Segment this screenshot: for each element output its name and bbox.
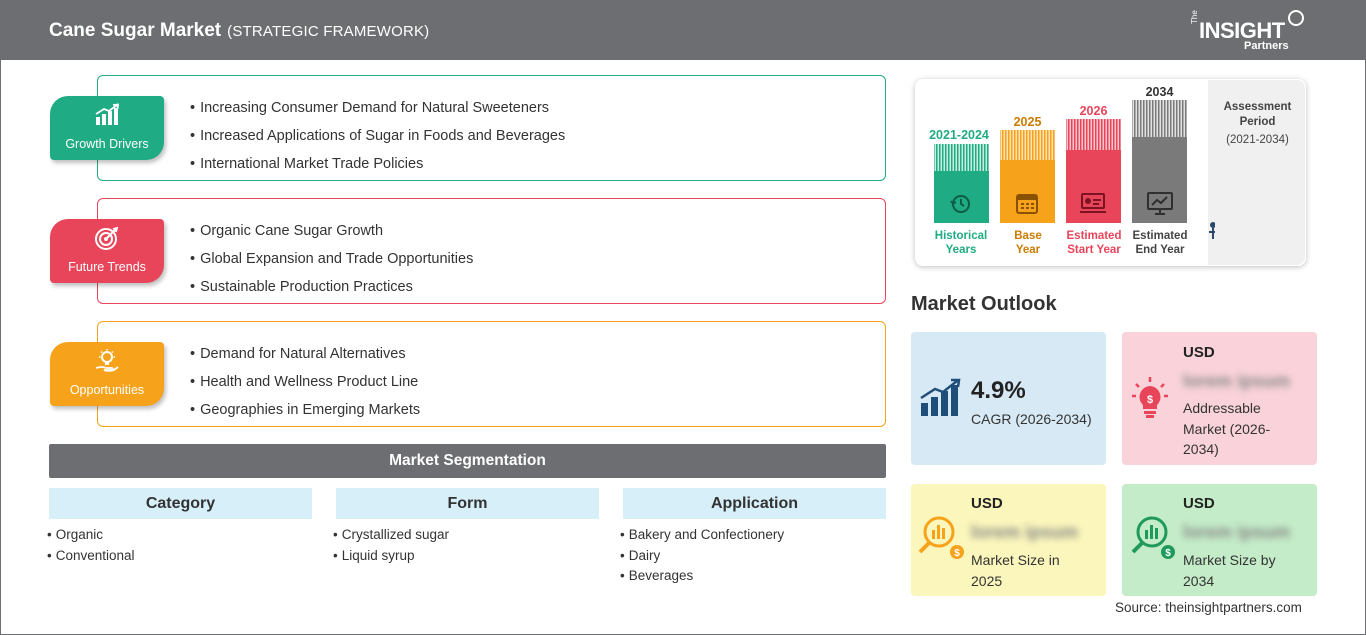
company-logo[interactable]: The INSIGHT Partners [1190, 10, 1310, 54]
list-item: Geographies in Emerging Markets [190, 396, 420, 424]
segment-header-application: Application [623, 488, 886, 519]
list-item: Sustainable Production Practices [190, 273, 473, 301]
timeline-year-historical: 2021-2024 [929, 128, 989, 142]
growth-drivers-list: Increasing Consumer Demand for Natural S… [190, 94, 565, 178]
lightbulb-icon [1288, 10, 1304, 26]
growth-drivers-tag: Growth Drivers [50, 96, 164, 160]
analytics-illustration-icon [1209, 222, 1215, 239]
market-size-2034-label: Market Size by 2034 [1183, 552, 1276, 589]
monitor-chart-icon [1147, 192, 1173, 215]
timeline-year-end: 2034 [1145, 85, 1174, 99]
future-trends-box: Organic Cane Sugar Growth Global Expansi… [97, 198, 886, 304]
addressable-market-card: $ USD lorem ipsum Addressable Market (20… [1122, 332, 1317, 465]
timeline-bar-base [1000, 130, 1055, 160]
page-title: Cane Sugar Market(STRATEGIC FRAMEWORK) [49, 20, 430, 41]
list-item: Demand for Natural Alternatives [190, 340, 420, 368]
future-trends-list: Organic Cane Sugar Growth Global Expansi… [190, 217, 473, 301]
header-bar: Cane Sugar Market(STRATEGIC FRAMEWORK) T… [0, 0, 1366, 60]
list-item: Organic Cane Sugar Growth [190, 217, 473, 245]
money-magnifier-icon: $ [1131, 516, 1175, 559]
market-size-2025-label: Market Size in 2025 [971, 552, 1060, 589]
calendar-icon [1016, 194, 1038, 214]
market-size-2034-value: lorem ipsum [1183, 522, 1291, 542]
cagr-label: CAGR (2026-2034) [971, 411, 1092, 427]
assessment-panel [1208, 80, 1305, 265]
cagr-value: 4.9% [971, 377, 1026, 404]
market-outlook-title: Market Outlook [911, 293, 1057, 315]
money-bulb-icon: $ [1132, 377, 1168, 418]
money-magnifier-icon: $ [918, 516, 964, 559]
future-trends-tag: Future Trends [50, 219, 164, 283]
opportunities-tag: Opportunities [50, 342, 164, 406]
svg-text:$: $ [1165, 548, 1171, 559]
list-item: Organic [47, 525, 135, 546]
segment-header-form: Form [336, 488, 599, 519]
timeline-year-base: 2025 [1013, 115, 1042, 129]
growth-chart-icon [920, 378, 961, 416]
list-item: Bakery and Confectionery [620, 525, 784, 546]
list-item: Beverages [620, 566, 784, 587]
market-size-2025-card: $ USD lorem ipsum Market Size in 2025 [911, 484, 1106, 596]
list-item: Conventional [47, 546, 135, 567]
svg-text:$: $ [954, 548, 960, 559]
addressable-label: Addressable Market (2026-2034) [1183, 400, 1271, 457]
growth-drivers-box: Increasing Consumer Demand for Natural S… [97, 75, 886, 181]
page-subtitle: (STRATEGIC FRAMEWORK) [227, 23, 430, 40]
market-size-2034-card: $ USD lorem ipsum Market Size by 2034 [1122, 484, 1317, 596]
addressable-currency: USD [1183, 344, 1215, 361]
market-size-2034-currency: USD [1183, 495, 1215, 512]
target-icon [95, 226, 119, 250]
timeline-bars [934, 100, 1215, 239]
segment-list-form: Crystallized sugar Liquid syrup [333, 525, 449, 566]
timeline-bar-historical [934, 144, 989, 171]
svg-text:$: $ [1147, 394, 1153, 406]
timeline-bar-end [1132, 100, 1187, 137]
history-icon [950, 195, 970, 213]
list-item: Health and Wellness Product Line [190, 368, 420, 396]
opportunities-list: Demand for Natural Alternatives Health a… [190, 340, 420, 424]
presentation-icon [1080, 193, 1106, 213]
list-item: Increasing Consumer Demand for Natural S… [190, 94, 565, 122]
list-item: Increased Applications of Sugar in Foods… [190, 122, 565, 150]
opportunities-box: Demand for Natural Alternatives Health a… [97, 321, 886, 427]
list-item: International Market Trade Policies [190, 150, 565, 178]
timeline-bar-start [1066, 119, 1121, 150]
addressable-value: lorem ipsum [1183, 371, 1291, 391]
list-item: Dairy [620, 546, 784, 567]
cagr-card: 4.9% CAGR (2026-2034) [911, 332, 1106, 465]
growth-chart-icon [95, 103, 120, 125]
timeline-bar-start-solid [1066, 150, 1121, 223]
lightbulb-hand-icon [95, 349, 119, 372]
timeline-year-start: 2026 [1079, 104, 1108, 118]
segment-header-category: Category [49, 488, 312, 519]
segment-list-category: Organic Conventional [47, 525, 135, 566]
market-segmentation-header: Market Segmentation [49, 444, 886, 478]
source-credit: Source: theinsightpartners.com [1115, 600, 1302, 615]
list-item: Global Expansion and Trade Opportunities [190, 245, 473, 273]
market-size-2025-value: lorem ipsum [971, 522, 1079, 542]
segment-list-application: Bakery and Confectionery Dairy Beverages [620, 525, 784, 587]
list-item: Liquid syrup [333, 546, 449, 567]
assessment-period-text: Assessment Period (2021-2034) [1223, 101, 1292, 146]
market-size-2025-currency: USD [971, 495, 1003, 512]
list-item: Crystallized sugar [333, 525, 449, 546]
